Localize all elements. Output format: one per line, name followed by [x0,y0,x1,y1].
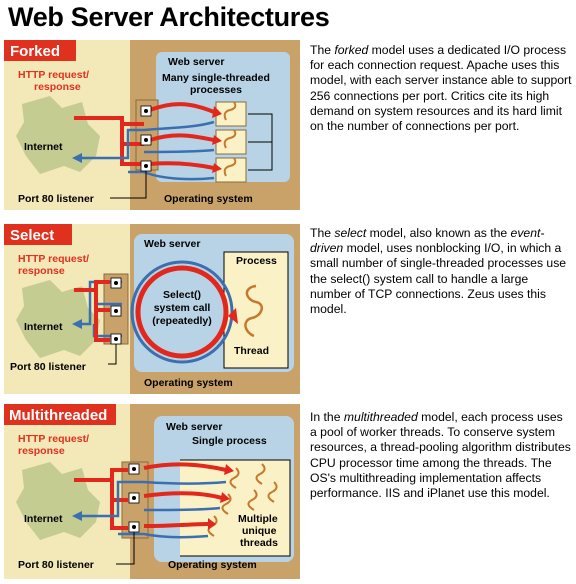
os-label: Operating system [168,559,257,571]
process-label: Single process [192,435,267,447]
http-label-line-1: HTTP request/ [18,253,89,265]
internet-shape [16,280,100,358]
page-title: Web Server Architectures [8,2,330,32]
select-loop [135,265,229,359]
internet-label: Internet [24,141,63,153]
listener-pointer [110,171,147,199]
port-dot-centers [132,467,136,529]
web-server-label: Web server [166,421,222,433]
model-label-bg [4,404,116,425]
select-label-line-3: (repeatedly) [152,315,212,327]
listener-pointer [116,532,135,565]
os-label: Operating system [164,193,253,205]
select-diagram: Select HTTP request/ response Internet W… [4,224,300,394]
process-bracket [248,113,273,171]
http-label-line-2: response [18,265,65,277]
http-label-line-1: HTTP request/ [18,433,89,445]
response-arrowhead [72,511,82,521]
forked-diagram: Forked HTTP request/ response Internet W… [4,40,300,210]
model-label-bg [4,224,72,245]
thread-label: Thread [234,345,269,357]
response-arrowhead [72,153,82,163]
multithreaded-panel: Multithreaded HTTP request/ response Int… [4,404,300,579]
model-label: Multithreaded [9,407,107,424]
threads-label-line-3: threads [240,537,278,549]
process-label-line-1: Many single-threaded [162,72,270,84]
select-loop-arrowhead [228,308,238,324]
response-arrowhead [72,319,82,329]
response-arrows [78,120,215,181]
internet-label: Internet [24,321,63,333]
description-emphasis: forked [334,43,369,57]
process-boxes [215,101,247,183]
request-arrows [74,102,215,170]
request-arrows [74,462,227,530]
listener-pointer [108,344,117,365]
description-emphasis: event-driven [310,226,545,256]
request-arrowheads [212,106,222,173]
forked-description: The forked model uses a dedicated I/O pr… [310,43,572,134]
port-dot-centers [144,109,148,168]
model-label-bg [4,40,76,61]
thread-squiggles [223,101,237,177]
select-label-line-1: Select() [163,289,201,301]
os-label: Operating system [144,377,233,389]
http-label-line-1: HTTP request/ [18,69,89,81]
listener-label: Port 80 listener [10,361,86,373]
port-dot-centers [114,281,118,341]
forked-panel: Forked HTTP request/ response Internet W… [4,40,300,210]
internet-label: Internet [24,513,63,525]
http-label-line-2: response [18,445,65,457]
select-description: The select model, also known as the even… [310,226,567,317]
description-emphasis: select [334,226,367,240]
response-arrows [78,480,227,539]
process-label: Process [236,255,277,267]
select-panel: Select HTTP request/ response Internet W… [4,224,300,394]
multithreaded-diagram: Multithreaded HTTP request/ response Int… [4,404,300,579]
description-emphasis: multithreaded [343,410,418,424]
process-label-line-2: processes [190,84,242,96]
multithreaded-description: In the multithreaded model, each process… [310,410,571,501]
threads-label-line-2: unique [242,525,277,537]
request-arrows [74,280,110,342]
model-label: Forked [10,43,60,60]
threads-label-line-1: Multiple [238,513,278,525]
request-arrowheads [208,464,234,530]
listener-label: Port 80 listener [18,193,94,205]
listener-label: Port 80 listener [18,559,94,571]
thread-squiggle [244,284,264,338]
web-server-label: Web server [144,238,200,250]
select-label-line-2: system call [154,302,211,314]
model-label: Select [10,227,54,244]
web-server-label: Web server [168,56,224,68]
http-label-line-2: response [34,81,81,93]
